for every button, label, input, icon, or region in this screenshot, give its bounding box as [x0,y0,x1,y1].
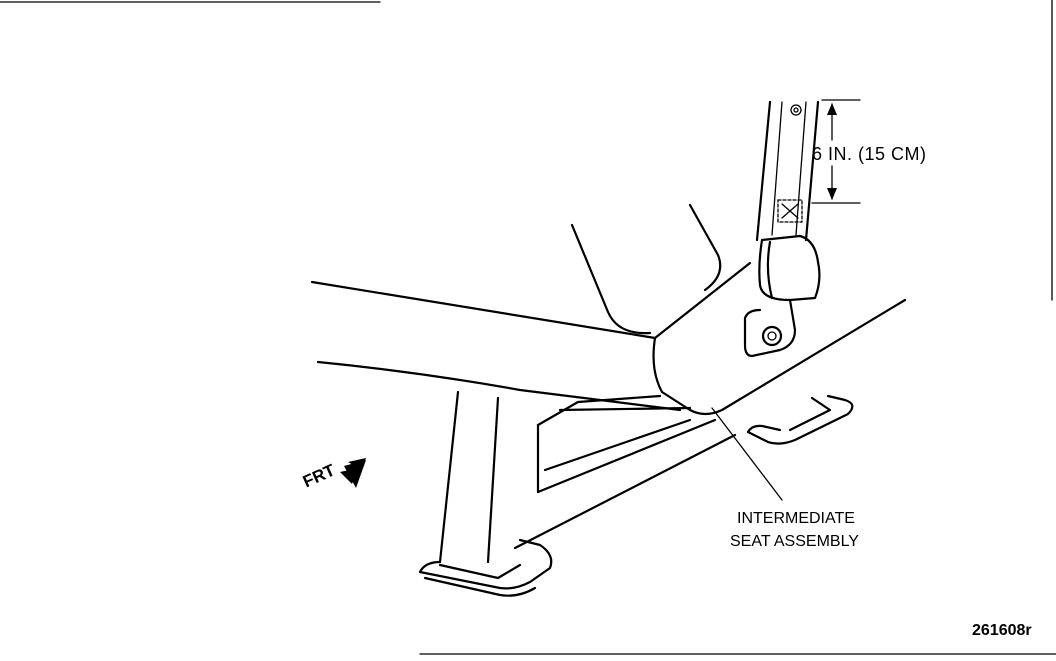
figure-number: 261608r [972,622,1032,639]
callout-label-line2: SEAT ASSEMBLY [730,533,859,550]
callout-leader-line [711,407,783,501]
front-arrow-head-icon [344,460,366,488]
seat-cushion [310,261,907,416]
callout-label-line1: INTERMEDIATE [737,510,855,527]
dimension-marker [811,99,861,204]
front-foot [418,538,553,597]
seat-frame [438,390,737,564]
seat-back [570,203,722,335]
dimension-label: 6 IN. (15 CM) [812,144,927,164]
seat-belt-strap [755,100,820,242]
rear-foot [746,394,854,445]
belt-anchor [743,234,821,358]
